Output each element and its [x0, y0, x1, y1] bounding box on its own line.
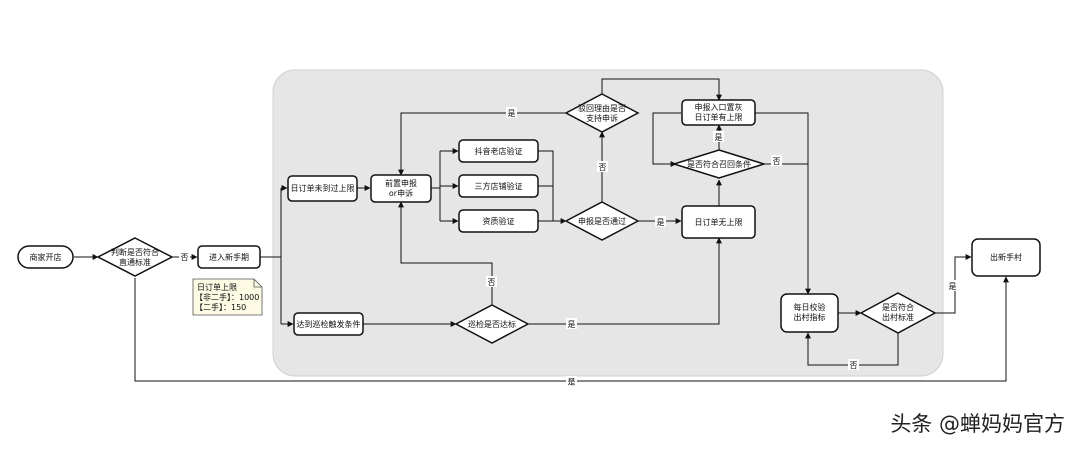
node-apply-gray: 申报入口置灰 日订单有上限 [681, 99, 756, 126]
node-douyin-verify: 抖音老店验证 [458, 139, 539, 163]
node-daily-not-limit-label: 日订单未到过上限 [291, 183, 355, 193]
node-judge-standard: 判断是否符合 直通标准 [96, 237, 174, 277]
label-patrol-no: 否 [488, 278, 496, 287]
node-apply-gray-line2: 日订单有上限 [695, 112, 743, 122]
limit-note: 日订单上限 【非二手】：1000 【二手】：150 [192, 278, 263, 316]
node-reason-support-line1: 驳回理由是否 [578, 103, 626, 113]
node-exit-new-label: 出新手村 [990, 252, 1022, 262]
limit-note-line1: 【非二手】：1000 [195, 292, 259, 302]
label-judge-yes: 是 [568, 378, 576, 387]
label-meet-yes: 是 [949, 282, 957, 291]
node-third-party-verify: 三方店铺验证 [458, 174, 539, 198]
node-meet-exit-line1: 是否符合 [882, 302, 914, 312]
node-daily-check-line2: 出村指标 [794, 312, 826, 322]
watermark-text: 头条 @蝉妈妈官方 [890, 412, 1065, 436]
node-douyin-verify-label: 抖音老店验证 [475, 146, 523, 156]
node-patrol-trigger-label: 达到巡检触发条件 [297, 319, 361, 329]
node-reason-support: 驳回理由是否 支持申诉 [564, 93, 640, 133]
node-qualification-verify-label: 资质验证 [483, 216, 515, 226]
label-patrol-yes: 是 [568, 320, 576, 329]
node-pre-appeal-line1: 前置申报 [385, 178, 417, 188]
node-judge-standard-line2: 直通标准 [119, 257, 151, 267]
node-appeal-pass-label: 申报是否通过 [578, 216, 626, 226]
node-qualification-verify: 资质验证 [458, 209, 539, 233]
node-pre-appeal: 前置申报 or申诉 [370, 174, 432, 203]
edge-douyin-merge [538, 150, 554, 221]
node-enter-new: 进入新手期 [197, 245, 261, 269]
label-reason-yes: 是 [508, 109, 516, 118]
limit-note-line2: 【二手】：150 [195, 302, 246, 312]
label-recall-yes: 是 [715, 133, 723, 142]
node-recall-condition-label: 是否符合召回条件 [687, 159, 751, 169]
node-enter-new-label: 进入新手期 [209, 252, 249, 262]
node-third-party-verify-label: 三方店铺验证 [475, 181, 523, 191]
node-appeal-pass: 申报是否通过 [564, 201, 640, 241]
node-daily-check-line1: 每日校验 [794, 302, 826, 312]
node-daily-not-limit: 日订单未到过上限 [287, 175, 358, 202]
node-no-limit: 日订单无上限 [681, 205, 756, 239]
node-judge-standard-line1: 判断是否符合 [111, 247, 159, 257]
node-no-limit-label: 日订单无上限 [695, 217, 743, 227]
node-meet-exit-line2: 出村标准 [882, 312, 914, 322]
node-exit-new: 出新手村 [971, 238, 1041, 277]
label-meet-no: 否 [850, 361, 858, 370]
node-pre-appeal-line2: or申诉 [389, 188, 413, 198]
label-recall-no: 否 [773, 157, 781, 166]
node-reason-support-line2: 支持申诉 [586, 113, 618, 123]
node-recall-condition: 是否符合召回条件 [671, 149, 767, 179]
limit-note-title: 日订单上限 [197, 282, 237, 292]
node-patrol-pass: 巡检是否达标 [454, 304, 530, 344]
node-patrol-trigger: 达到巡检触发条件 [293, 312, 364, 336]
node-meet-exit: 是否符合 出村标准 [859, 292, 937, 334]
label-appeal-no: 否 [599, 163, 607, 172]
label-appeal-yes: 是 [657, 218, 665, 227]
node-start-label: 商家开店 [30, 252, 62, 262]
edge-labels: 否 是 是 否 是 是 否 否 是 否 是 [179, 107, 958, 387]
node-start: 商家开店 [17, 245, 74, 269]
edge-gray-recall [652, 112, 681, 167]
edge-gray-dailycheck [755, 112, 811, 295]
node-patrol-pass-label: 巡检是否达标 [468, 319, 516, 329]
edge-patrol-nolimit [528, 237, 722, 325]
node-apply-gray-line1: 申报入口置灰 [695, 102, 743, 112]
edge-reason-gray [601, 78, 722, 101]
node-daily-check: 每日校验 出村指标 [780, 293, 839, 333]
label-judge-no: 否 [181, 253, 189, 262]
